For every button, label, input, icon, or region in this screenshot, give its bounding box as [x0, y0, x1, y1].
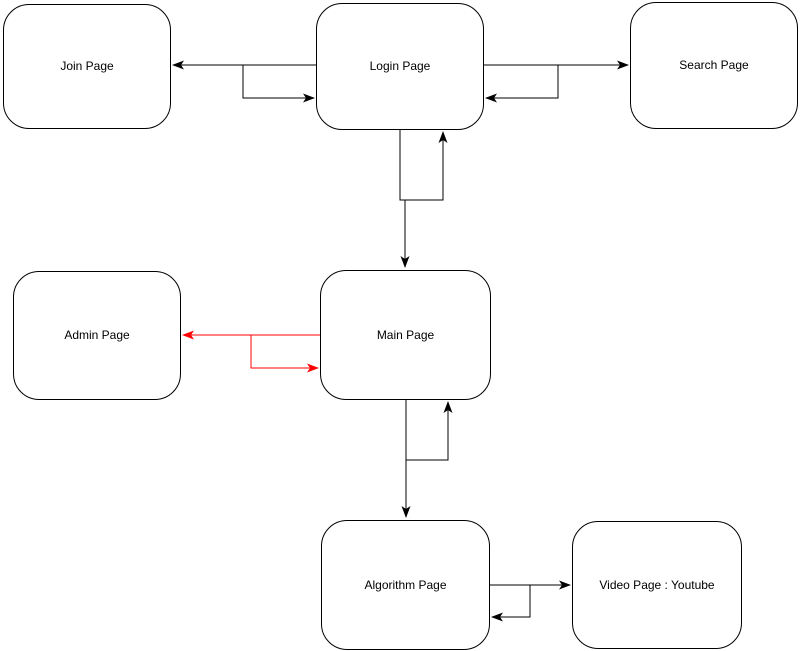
edge-video-return-to-algorithm: [491, 585, 531, 622]
node-label-join: Join Page: [60, 59, 114, 74]
edge-main-return-to-login-loop: [399, 130, 448, 201]
node-label-main: Main Page: [376, 327, 435, 342]
edge-algorithm-return-to-main: [406, 401, 453, 461]
node-admin: Admin Page: [13, 271, 181, 400]
edge-join-return-to-login: [242, 65, 315, 103]
node-join: Join Page: [3, 4, 171, 129]
node-label-admin: Admin Page: [64, 328, 130, 343]
node-label-login: Login Page: [369, 59, 431, 74]
node-search: Search Page: [630, 2, 798, 129]
node-video: Video Page : Youtube: [572, 521, 742, 649]
edge-search-return-to-login: [485, 65, 559, 103]
node-label-algorithm: Algorithm Page: [364, 577, 447, 592]
node-algorithm: Algorithm Page: [321, 520, 490, 650]
node-label-video: Video Page : Youtube: [599, 577, 715, 592]
edge-admin-return-to-main: [250, 335, 319, 373]
node-label-search: Search Page: [679, 58, 749, 73]
node-login: Login Page: [316, 3, 484, 130]
node-main: Main Page: [320, 270, 491, 400]
